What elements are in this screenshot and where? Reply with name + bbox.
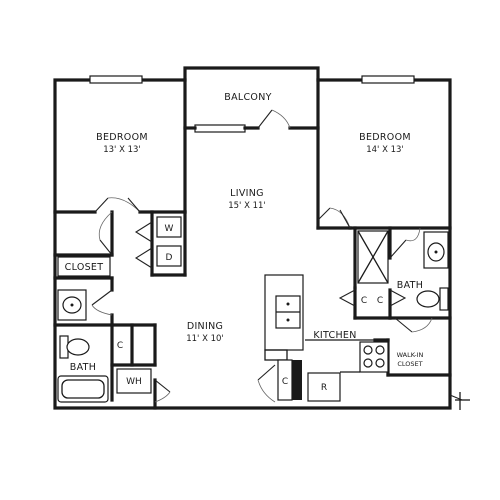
bedroom-right-label: BEDROOM xyxy=(359,132,411,143)
toilet-bowl-right xyxy=(416,290,440,308)
closet-label: CLOSET xyxy=(65,262,104,273)
bath-left-label: BATH xyxy=(70,362,96,373)
toilet-bowl-left xyxy=(66,338,90,356)
closet-c-right-b-label: C xyxy=(377,296,383,306)
washer xyxy=(156,216,182,238)
bedroom-right-dims: 14' X 13' xyxy=(366,145,404,155)
dining-label: DINING xyxy=(187,321,223,332)
doors xyxy=(91,109,470,410)
water-heater-label: WH xyxy=(126,377,142,387)
right-bath-fixtures xyxy=(357,230,449,311)
window-balcony xyxy=(194,124,246,133)
walk-in-closet-label-2: CLOSET xyxy=(397,360,422,368)
refrigerator-label: R xyxy=(321,383,327,393)
water-heater xyxy=(116,368,152,394)
window-left-bedroom xyxy=(89,75,143,84)
bath-right-label: BATH xyxy=(397,280,423,291)
closet-c-left-label: C xyxy=(117,341,123,351)
bedroom-left-dims: 13' X 13' xyxy=(103,145,141,155)
walk-in-closet-label-1: WALK-IN xyxy=(397,351,424,359)
left-bath-fixtures xyxy=(57,289,109,403)
washer-label: W xyxy=(165,224,174,234)
closet-left xyxy=(57,256,111,277)
range xyxy=(359,341,389,373)
pantry-wall xyxy=(292,360,302,400)
interior-walls xyxy=(53,78,452,410)
kitchen-label: KITCHEN xyxy=(313,330,356,341)
dryer-label: D xyxy=(166,253,173,263)
refrigerator xyxy=(307,372,341,402)
bathtub-left xyxy=(57,375,109,403)
balcony-label: BALCONY xyxy=(224,92,271,103)
windows xyxy=(89,75,415,133)
kitchen-fixtures xyxy=(264,274,389,402)
pantry-label: C xyxy=(282,377,288,387)
closet-c-right-a-label: C xyxy=(361,296,367,306)
toilet-tank-right xyxy=(439,287,449,311)
dryer xyxy=(156,245,182,267)
living-label: LIVING xyxy=(230,188,264,199)
dining-dims: 11' X 10' xyxy=(186,334,224,344)
window-right-bedroom xyxy=(361,75,415,84)
living-dims: 15' X 11' xyxy=(228,201,266,211)
bedroom-left-label: BEDROOM xyxy=(96,132,148,143)
